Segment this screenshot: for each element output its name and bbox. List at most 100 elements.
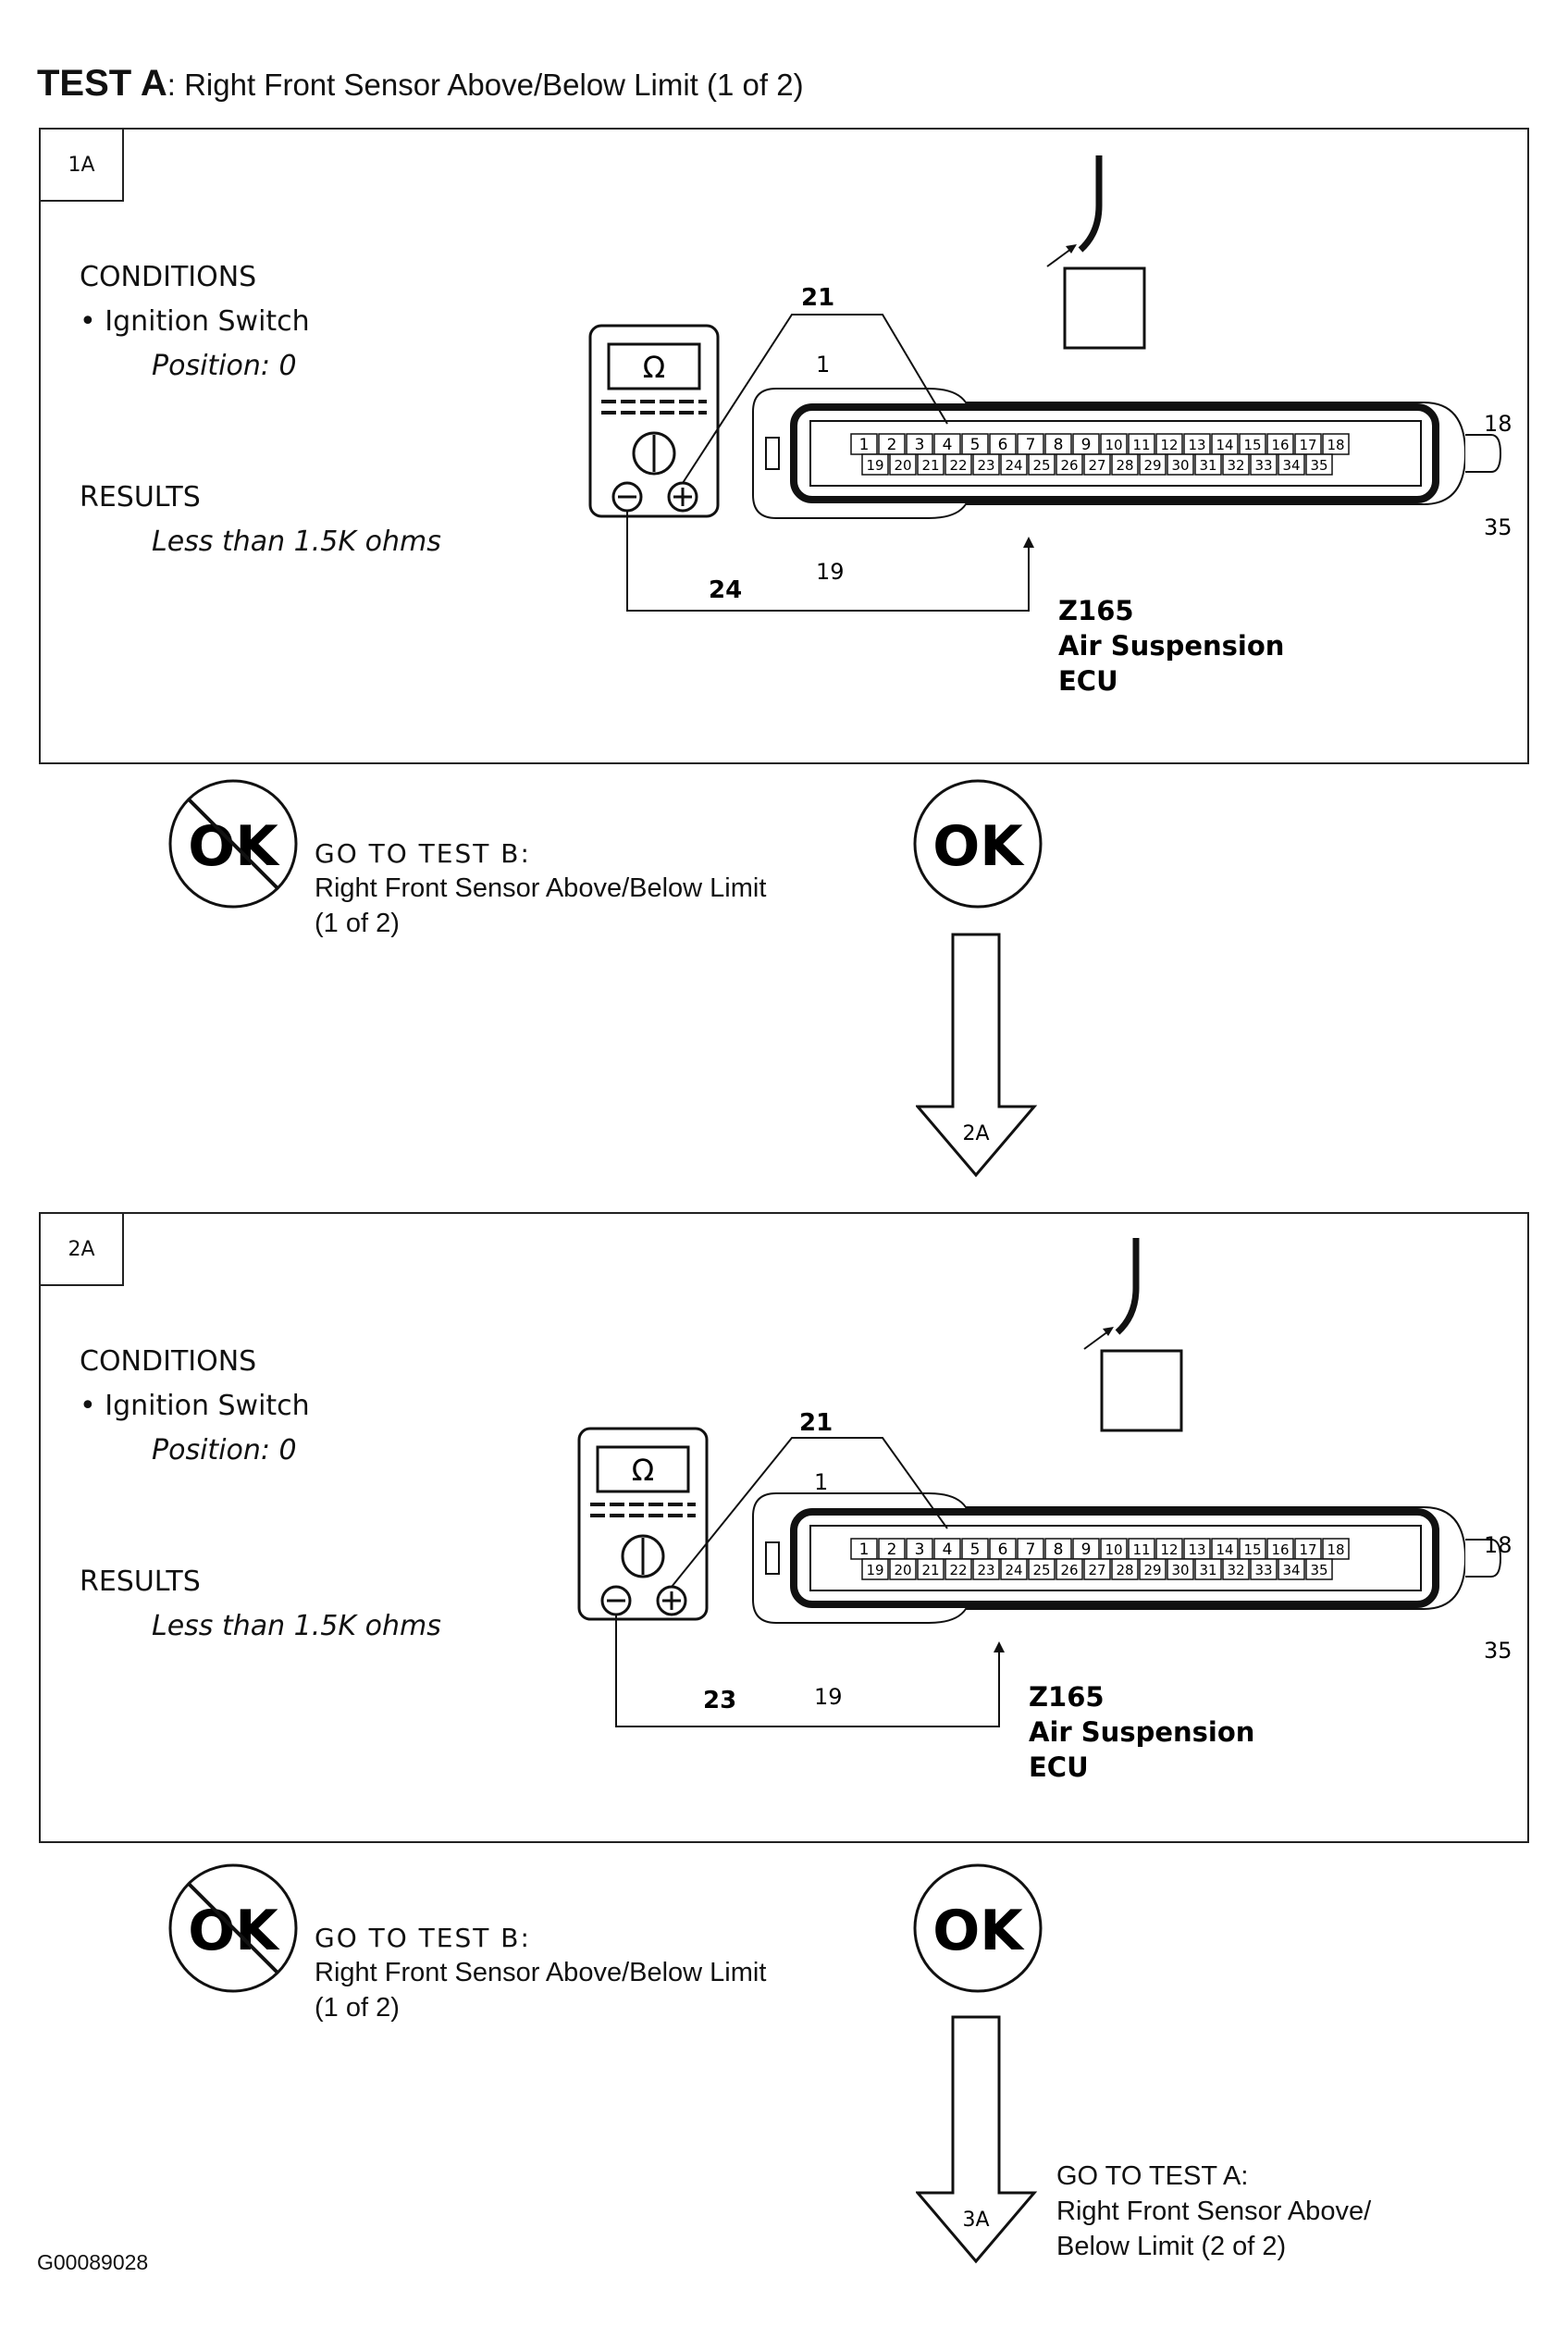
pin-cell <box>1167 453 1194 476</box>
pin-number: 14 <box>1216 437 1233 453</box>
multimeter-icon: Ω <box>577 1427 709 1621</box>
pin-number: 12 <box>1160 437 1178 453</box>
pin-number: 4 <box>943 1541 953 1559</box>
pin-number: 11 <box>1132 437 1150 453</box>
pin-number: 32 <box>1227 457 1244 474</box>
component-unit: ECU <box>1029 1751 1089 1783</box>
pin-number: 23 <box>977 457 994 474</box>
pin-number: 12 <box>1160 1541 1178 1558</box>
pin-number: 16 <box>1271 437 1289 453</box>
pin-number: 21 <box>921 1562 939 1578</box>
test-title-bold: TEST A <box>37 63 167 104</box>
connector-cap-icon <box>1063 266 1146 350</box>
pin-number: 2 <box>887 436 897 454</box>
pin-cell <box>917 1558 945 1580</box>
final-nav-line-1: GO TO TEST A: <box>1056 2161 1249 2191</box>
pin-cell <box>1322 433 1350 455</box>
negative-lead-pin: 23 <box>703 1687 736 1714</box>
pin-number: 35 <box>1310 1562 1327 1578</box>
pin-number: 14 <box>1216 1541 1233 1558</box>
pin-number: 34 <box>1282 1562 1300 1578</box>
pin-number: 20 <box>894 457 911 474</box>
multimeter-icon: Ω <box>588 324 720 518</box>
next-step-tag: 3A <box>962 2209 989 2232</box>
positive-lead <box>682 314 948 484</box>
pin-cell <box>1056 1558 1083 1580</box>
pin-number: 32 <box>1227 1562 1244 1578</box>
pin-number: 8 <box>1054 436 1064 454</box>
conditions-heading: CONDITIONS <box>80 1345 257 1378</box>
results-heading: RESULTS <box>80 481 201 514</box>
step-panel-1a: 1A CONDITIONS • Ignition Switch Position… <box>39 128 1529 764</box>
pin-number: 28 <box>1116 1562 1133 1578</box>
not-ok-icon: OK <box>168 779 298 909</box>
pin-label-18: 18 <box>1484 1532 1512 1558</box>
meter-symbol: Ω <box>643 350 665 385</box>
pin-number: 33 <box>1254 457 1272 474</box>
component-code: Z165 <box>1029 1681 1105 1713</box>
pin-number: 9 <box>1081 1541 1092 1559</box>
not-ok-line-1: Right Front Sensor Above/Below Limit <box>315 873 767 903</box>
pin-number: 8 <box>1054 1541 1064 1559</box>
pin-number: 10 <box>1105 1541 1122 1558</box>
results-heading: RESULTS <box>80 1566 201 1598</box>
pin-number: 30 <box>1171 1562 1189 1578</box>
pin-number: 29 <box>1143 457 1161 474</box>
pin-number: 30 <box>1171 457 1189 474</box>
pin-number: 1 <box>859 436 870 454</box>
pin-cell <box>861 1558 889 1580</box>
pin-cell <box>1028 1558 1056 1580</box>
pin-number: 9 <box>1081 436 1092 454</box>
test-title-rest: : Right Front Sensor Above/Below Limit (… <box>167 68 804 102</box>
ok-icon: OK <box>913 779 1043 909</box>
next-step-arrow-3a: 3A <box>916 2015 1038 2264</box>
pin-cell <box>1250 1558 1278 1580</box>
pin-number: 15 <box>1243 437 1261 453</box>
not-ok-line-1: Right Front Sensor Above/Below Limit <box>315 1958 767 1987</box>
pin-cell <box>1278 1558 1305 1580</box>
pin-number: 16 <box>1271 1541 1289 1558</box>
pin-number: 18 <box>1327 437 1344 453</box>
ok-label: OK <box>932 814 1025 879</box>
pin-cell <box>1250 453 1278 476</box>
pin-label-19: 19 <box>816 559 845 585</box>
test-title: TEST A: Right Front Sensor Above/Below L… <box>37 63 804 105</box>
pin-number: 20 <box>894 1562 911 1578</box>
pin-number: 28 <box>1116 457 1133 474</box>
pin-number: 22 <box>949 457 967 474</box>
pin-cell <box>972 453 1000 476</box>
next-step-arrow-2a: 2A <box>916 933 1038 1178</box>
pin-number: 17 <box>1299 437 1316 453</box>
pin-number: 23 <box>977 1562 994 1578</box>
pin-number: 24 <box>1005 457 1022 474</box>
conditions-heading: CONDITIONS <box>80 261 257 293</box>
condition-item: • Ignition Switch <box>80 305 310 338</box>
pin-number: 25 <box>1032 1562 1050 1578</box>
negative-lead <box>615 1615 1000 1727</box>
component-unit: ECU <box>1058 665 1118 697</box>
pin-number: 19 <box>866 1562 883 1578</box>
pin-cell <box>1194 453 1222 476</box>
final-nav-line-2: Right Front Sensor Above/ <box>1056 2197 1372 2226</box>
pin-number: 24 <box>1005 1562 1022 1578</box>
pin-number: 2 <box>887 1541 897 1559</box>
pin-cell <box>889 453 917 476</box>
pin-cell <box>945 453 972 476</box>
pin-number: 21 <box>921 457 939 474</box>
results-value: Less than 1.5K ohms <box>152 526 441 558</box>
pin-number: 6 <box>998 436 1008 454</box>
pin-number: 31 <box>1199 457 1216 474</box>
pin-number: 27 <box>1088 457 1105 474</box>
pin-cell <box>1222 453 1250 476</box>
pin-number: 7 <box>1026 1541 1036 1559</box>
pin-label-1: 1 <box>814 1469 828 1495</box>
pin-cell <box>1139 453 1167 476</box>
pin-cell <box>945 1558 972 1580</box>
bullet-icon: • <box>80 305 96 338</box>
not-ok-icon: OK <box>168 1863 298 1993</box>
pin-number: 31 <box>1199 1562 1216 1578</box>
pin-number: 5 <box>970 436 981 454</box>
results-value: Less than 1.5K ohms <box>152 1610 441 1642</box>
not-ok-action: GO TO TEST B: <box>315 838 531 869</box>
pin-number: 17 <box>1299 1541 1316 1558</box>
